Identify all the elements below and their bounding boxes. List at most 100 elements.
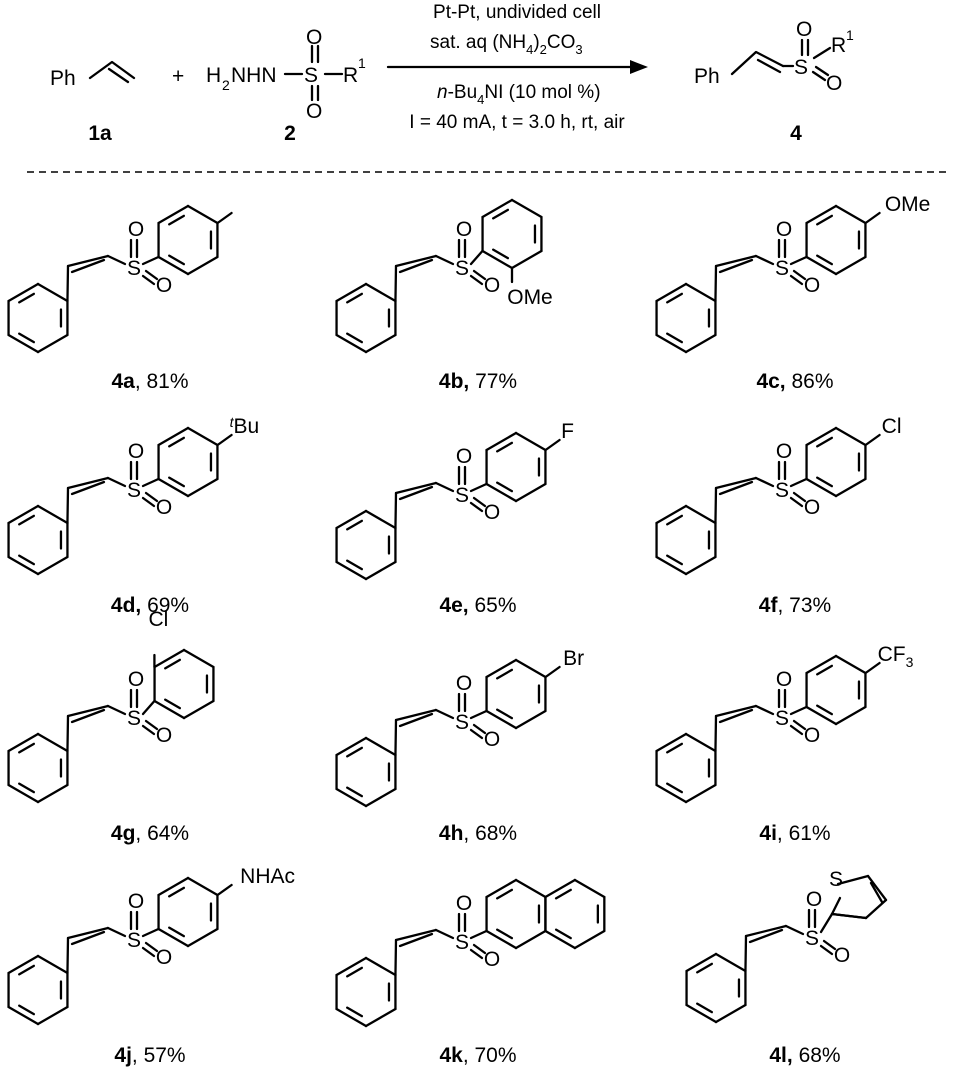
oxygen-atom: O (804, 274, 820, 297)
sulfur-atom: S (775, 257, 789, 280)
oxygen-atom: O (128, 668, 144, 691)
product-vinyl-sulfone: Ph S O O R 1 4 (694, 18, 854, 145)
reaction-arrow (386, 60, 648, 74)
captions: 4a, 81% 4b, 77% 4c, 86% 4d, 69% 4e, 65% … (111, 370, 841, 1067)
bromo-group: Br (563, 647, 584, 670)
structure-4g: SO O Cl (7, 608, 215, 804)
trifluoromethyl-group: CF3 (878, 643, 914, 670)
oxygen-atom: O (796, 18, 812, 41)
sulfur-atom: S (455, 257, 469, 280)
oxygen-atom: O (484, 274, 500, 297)
product-structures: SOOSOOOMeSOOOMeSOOtBuSOOFSOOClSOOClSOOBr… (7, 193, 931, 1028)
structure-4e: SO O F (335, 420, 574, 581)
caption-4b: 4b, 77% (439, 370, 517, 393)
oxygen-atom: O (776, 440, 792, 463)
svg-text:2: 2 (222, 77, 230, 93)
conditions-electrodes: Pt-Pt, undivided cell (433, 2, 601, 23)
caption-4f: 4f, 73% (759, 594, 831, 617)
hydrazide-h: H (206, 64, 221, 87)
methoxy-group: OMe (885, 193, 931, 216)
ph-label: Ph (694, 65, 720, 88)
sulfur-atom: S (127, 929, 141, 952)
oxygen-atom: O (804, 496, 820, 519)
structure-4b: SO O OMe (335, 198, 553, 354)
oxygen-atom: O (806, 888, 822, 911)
sulfur-atom: S (775, 479, 789, 502)
sulfur-atom: S (304, 64, 318, 87)
structure-4c: SO O OMe (655, 193, 931, 354)
sulfur-atom: S (455, 711, 469, 734)
caption-4l: 4l, 68% (769, 1044, 840, 1067)
r1-group: R (343, 64, 358, 87)
oxygen-atom: O (156, 724, 172, 747)
compound-label-2: 2 (284, 122, 296, 145)
caption-4a: 4a, 81% (111, 370, 188, 393)
caption-4j: 4j, 57% (114, 1044, 185, 1067)
sulfur-atom: S (127, 479, 141, 502)
caption-4h: 4h, 68% (439, 822, 517, 845)
methoxy-group: OMe (507, 286, 553, 309)
hydrazide-nhn: NHN (231, 64, 277, 87)
oxygen-atom: O (484, 948, 500, 971)
sulfur-atom: S (127, 707, 141, 730)
caption-4g: 4g, 64% (111, 822, 189, 845)
oxygen-atom: O (456, 218, 472, 241)
structure-4f: SO O Cl (655, 415, 902, 576)
oxygen-atom: O (128, 218, 144, 241)
structure-4i: SO O CF3 (655, 643, 914, 804)
chloro-group: Cl (882, 415, 902, 438)
svg-text:1: 1 (846, 27, 854, 43)
sulfur-atom: S (455, 931, 469, 954)
sulfur-atom: S (127, 257, 141, 280)
fluoro-group: F (561, 420, 574, 443)
sulfur-atom: S (805, 927, 819, 950)
acetamido-group: NHAc (240, 865, 295, 888)
caption-4k: 4k, 70% (439, 1044, 516, 1067)
conditions-parameters: I = 40 mA, t = 3.0 h, rt, air (409, 112, 625, 133)
oxygen-atom: O (804, 724, 820, 747)
chloro-group: Cl (148, 608, 168, 631)
conditions-electrolyte: sat. aq (NH4)2CO3 (430, 32, 583, 57)
oxygen-atom: O (456, 445, 472, 468)
caption-4d: 4d, 69% (111, 594, 189, 617)
oxygen-atom: O (156, 946, 172, 969)
reactant-sulfonylhydrazide: H 2 NHN S O O R 1 2 (206, 26, 366, 145)
caption-4c: 4c, 86% (756, 370, 833, 393)
structure-4a: SO O (7, 204, 233, 354)
caption-4i: 4i, 61% (759, 822, 830, 845)
oxygen-atom: O (306, 26, 322, 49)
structure-4j: SO O NHAc (7, 865, 295, 1026)
oxygen-atom: O (128, 440, 144, 463)
sulfur-atom: S (775, 707, 789, 730)
oxygen-atom: O (834, 944, 850, 967)
structure-4k: SO O (335, 878, 606, 1028)
oxygen-atom: O (826, 72, 842, 95)
sulfur-atom: S (455, 484, 469, 507)
oxygen-atom: O (456, 892, 472, 915)
reactant-styrene: Ph 1a (50, 60, 136, 145)
conditions-mediator: n-Bu4NI (10 mol %) (437, 82, 601, 107)
thiophene-sulfur: S (829, 868, 843, 891)
oxygen-atom: O (156, 496, 172, 519)
caption-4e: 4e, 65% (439, 594, 516, 617)
svg-text:1: 1 (358, 55, 366, 71)
oxygen-atom: O (484, 728, 500, 751)
oxygen-atom: O (156, 274, 172, 297)
oxygen-atom: O (456, 672, 472, 695)
oxygen-atom: O (306, 100, 322, 123)
compound-label-4: 4 (790, 122, 802, 145)
oxygen-atom: O (484, 501, 500, 524)
oxygen-atom: O (776, 668, 792, 691)
compound-label-1a: 1a (88, 122, 112, 145)
plus-sign: + (172, 65, 184, 88)
reaction-conditions: Pt-Pt, undivided cell sat. aq (NH4)2CO3 … (409, 2, 625, 133)
oxygen-atom: O (128, 890, 144, 913)
r1-group: R (831, 34, 846, 57)
ph-label: Ph (50, 67, 76, 90)
tert-butyl-group: tBu (230, 414, 260, 438)
sulfur-atom: S (794, 56, 808, 79)
oxygen-atom: O (776, 218, 792, 241)
